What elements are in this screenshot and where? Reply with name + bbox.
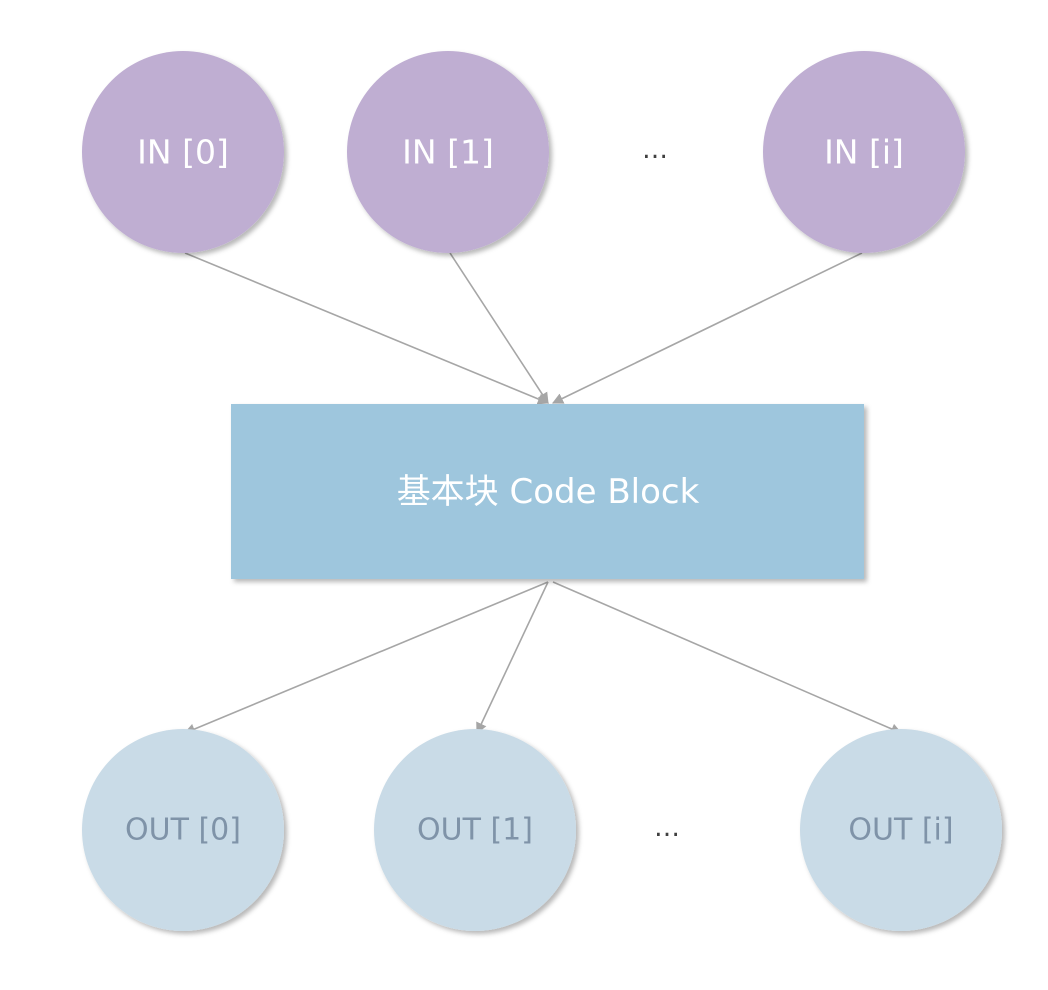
input-node-1-label: IN [1] bbox=[402, 133, 494, 172]
code-block: 基本块 Code Block bbox=[231, 404, 864, 579]
edge-in-0-to-block bbox=[184, 252, 550, 405]
input-node-1: IN [1] bbox=[347, 51, 549, 253]
edge-block-to-out-0 bbox=[183, 581, 549, 735]
input-node-0: IN [0] bbox=[82, 51, 284, 253]
inputs-ellipsis: … bbox=[642, 135, 668, 165]
input-node-i-label: IN [i] bbox=[824, 133, 904, 172]
input-node-0-label: IN [0] bbox=[137, 133, 229, 172]
input-node-i: IN [i] bbox=[763, 51, 965, 253]
input-edges bbox=[184, 252, 863, 405]
output-edges bbox=[183, 581, 903, 735]
code-block-label: 基本块 Code Block bbox=[397, 472, 700, 512]
edge-in-i-to-block bbox=[551, 252, 863, 404]
outputs-ellipsis: … bbox=[654, 813, 680, 843]
edge-block-to-out-1 bbox=[476, 581, 549, 735]
output-node-0-label: OUT [0] bbox=[125, 813, 241, 848]
output-node-i: OUT [i] bbox=[800, 729, 1002, 931]
output-node-0: OUT [0] bbox=[82, 729, 284, 931]
output-node-1-label: OUT [1] bbox=[417, 813, 533, 848]
edge-block-to-out-i bbox=[552, 581, 903, 735]
output-node-i-label: OUT [i] bbox=[848, 813, 953, 848]
output-node-1: OUT [1] bbox=[374, 729, 576, 931]
edge-in-1-to-block bbox=[449, 252, 549, 404]
